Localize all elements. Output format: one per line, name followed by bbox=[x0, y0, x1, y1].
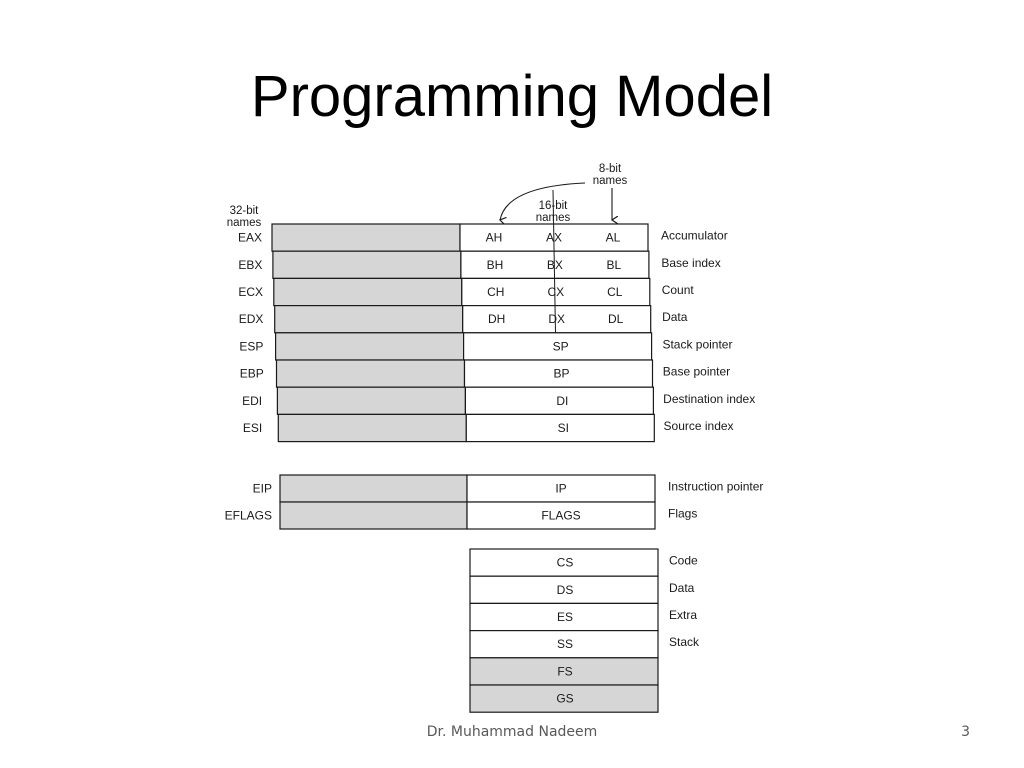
reg16-name: SP bbox=[553, 339, 569, 353]
header-8bit-line1: 8-bit bbox=[599, 163, 622, 175]
reg16-cell bbox=[466, 501, 656, 530]
register-description: Destination index bbox=[663, 392, 755, 406]
arrow-to-high-byte bbox=[500, 182, 586, 220]
segment-register-cell bbox=[469, 629, 659, 659]
register-description: Data bbox=[662, 310, 688, 324]
header-32bit-line1: 32-bit bbox=[230, 205, 260, 217]
reg32-shaded-cell bbox=[273, 277, 463, 307]
reg16-cell bbox=[462, 305, 652, 334]
segment-register-cell bbox=[469, 657, 659, 686]
register-description: Data bbox=[669, 581, 695, 595]
byte-divider-line bbox=[552, 189, 556, 333]
segment-register-name: ES bbox=[557, 610, 573, 624]
header-32bit-line2: names bbox=[227, 217, 262, 229]
reg32-shaded-cell bbox=[271, 223, 461, 252]
reg16-name: SI bbox=[558, 421, 569, 435]
reg32-shaded-cell bbox=[275, 332, 465, 361]
segment-register-name: DS bbox=[557, 583, 574, 597]
register-description: Extra bbox=[669, 608, 697, 622]
reg8-low-name: AL bbox=[606, 231, 621, 245]
reg32-shaded-cell bbox=[279, 501, 468, 530]
register-description: Source index bbox=[664, 419, 734, 433]
reg16-cell bbox=[464, 386, 654, 416]
reg32-name: EDX bbox=[239, 312, 264, 326]
reg8-high-name: CH bbox=[487, 285, 504, 299]
register-description: Stack bbox=[669, 635, 700, 649]
segment-register-name: FS bbox=[557, 664, 572, 678]
reg32-shaded-cell bbox=[279, 474, 468, 503]
register-description: Instruction pointer bbox=[668, 480, 763, 494]
reg16-cell bbox=[463, 359, 654, 388]
reg32-shaded-cell bbox=[275, 359, 466, 388]
segment-register-name: CS bbox=[557, 556, 574, 570]
reg16-cell bbox=[465, 413, 655, 443]
reg16-cell bbox=[463, 332, 653, 361]
reg16-cell bbox=[466, 474, 656, 503]
segment-register-name: GS bbox=[556, 692, 573, 706]
reg32-shaded-cell bbox=[274, 305, 464, 334]
footer-author: Dr. Muhammad Nadeem bbox=[426, 724, 598, 740]
reg16-name: BX bbox=[547, 258, 563, 272]
footer-page-number: 3 bbox=[961, 724, 970, 740]
reg16-name: CX bbox=[547, 285, 564, 299]
register-description: Stack pointer bbox=[662, 337, 732, 351]
reg32-shaded-cell bbox=[276, 386, 466, 416]
reg32-name: ECX bbox=[238, 285, 263, 299]
reg8-low-name: DL bbox=[608, 312, 624, 326]
register-description: Flags bbox=[668, 507, 697, 521]
reg16-name: FLAGS bbox=[541, 509, 580, 523]
reg32-name: EFLAGS bbox=[225, 509, 272, 523]
register-description: Count bbox=[662, 283, 695, 297]
segment-register-cell bbox=[469, 575, 659, 605]
reg32-name: ESP bbox=[239, 339, 263, 353]
slide-title: Programming Model bbox=[250, 64, 774, 129]
reg16-name: BP bbox=[553, 367, 569, 381]
segment-register-cell bbox=[469, 602, 659, 632]
reg32-name: EDI bbox=[242, 394, 262, 408]
reg8-high-name: DH bbox=[488, 312, 505, 326]
reg16-name: IP bbox=[555, 482, 566, 496]
register-description: Code bbox=[669, 554, 698, 568]
reg32-name: ESI bbox=[243, 421, 262, 435]
register-description: Base index bbox=[661, 256, 720, 270]
register-description: Base pointer bbox=[663, 365, 730, 379]
header-8bit-line2: names bbox=[593, 175, 628, 187]
reg32-shaded-cell bbox=[277, 413, 467, 443]
reg16-name: DX bbox=[548, 312, 565, 326]
reg8-low-name: BL bbox=[607, 258, 622, 272]
reg8-low-name: CL bbox=[607, 285, 623, 299]
segment-register-cell bbox=[469, 684, 659, 713]
reg32-name: EBX bbox=[238, 258, 262, 272]
general-registers-group: EAXAHAXALAccumulatorEBXBHBXBLBase indexE… bbox=[238, 189, 755, 443]
reg32-name: EIP bbox=[253, 482, 272, 496]
reg32-name: EBP bbox=[240, 367, 264, 381]
reg16-name: DI bbox=[556, 394, 568, 408]
segment-register-cell bbox=[469, 548, 659, 577]
reg32-shaded-cell bbox=[272, 250, 462, 279]
reg8-high-name: AH bbox=[486, 231, 503, 245]
register-description: Accumulator bbox=[661, 229, 728, 243]
reg8-high-name: BH bbox=[487, 258, 504, 272]
segment-register-name: SS bbox=[557, 637, 573, 651]
reg32-name: EAX bbox=[238, 231, 262, 245]
